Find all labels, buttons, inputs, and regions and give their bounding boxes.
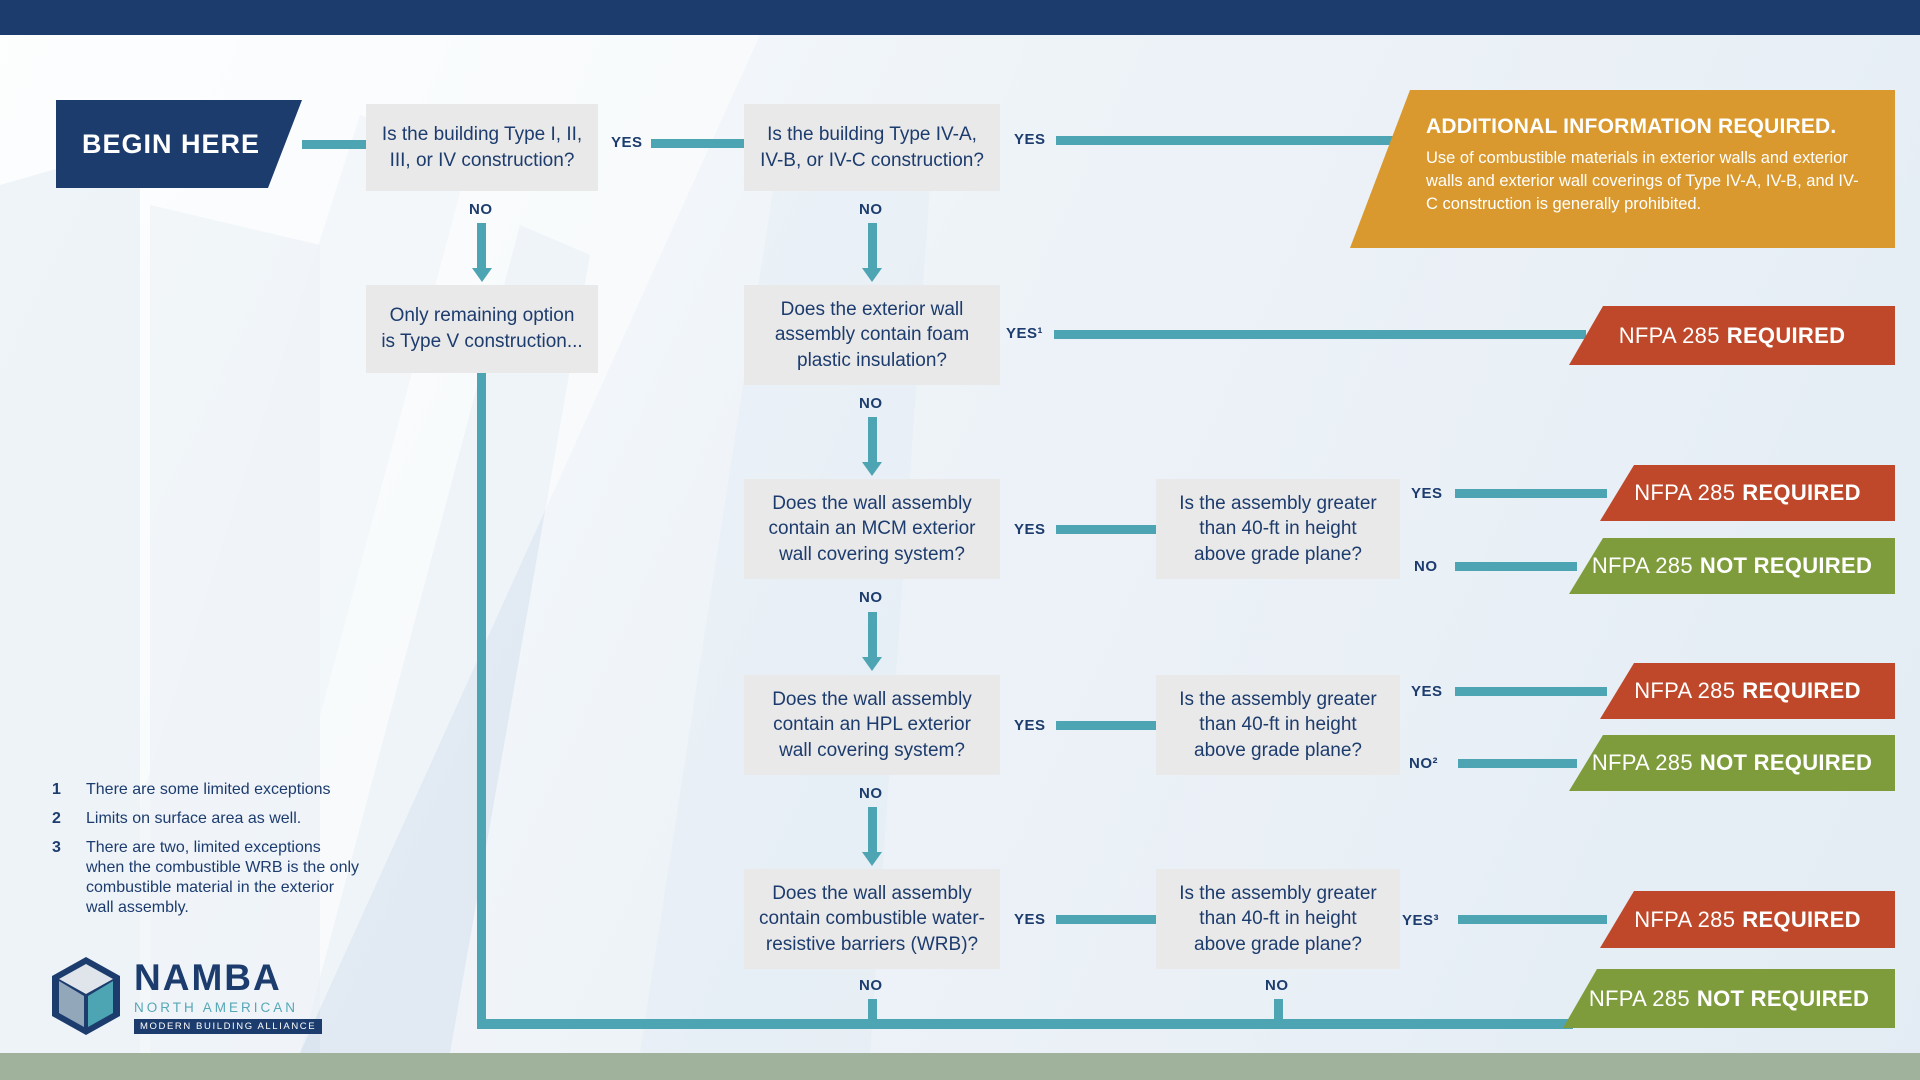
edge-label-yes3-40ft-wrb: YES³ [1402, 912, 1440, 929]
edge-label-no2-40ft-hpl: NO² [1409, 755, 1438, 772]
footnote-2-number: 2 [52, 810, 61, 827]
connector-wrb-to-40ft [1056, 915, 1156, 924]
connector-mcm-to-40ft [1056, 525, 1156, 534]
connector-typeiv-to-foam [868, 223, 877, 268]
node-hpl: Does the wall assembly contain an HPL ex… [744, 675, 1000, 775]
banner-required-wrb: NFPA 285 REQUIRED [1600, 891, 1895, 948]
arrow-head [862, 657, 882, 671]
banner-notrequired-mcm: NFPA 285 NOT REQUIRED [1569, 538, 1895, 594]
node-mcm: Does the wall assembly contain an MCM ex… [744, 479, 1000, 579]
edge-label-no-type: NO [469, 201, 493, 218]
banner-text: NFPA 285 [1591, 750, 1693, 775]
edge-label-yes1-foam: YES¹ [1006, 325, 1044, 342]
edge-label-yes-typeiv: YES [1014, 131, 1046, 148]
footnote-2-text: Limits on surface area as well. [86, 810, 302, 827]
edge-label-no-mcm: NO [859, 589, 883, 606]
namba-logo-tagline: MODERN BUILDING ALLIANCE [134, 1018, 323, 1034]
connector-hpl-to-wrb [868, 807, 877, 852]
edge-label-yes-type: YES [611, 134, 643, 151]
footnote-2: 2 Limits on surface area as well. [52, 809, 359, 829]
edge-label-yes-40ft-mcm: YES [1411, 485, 1443, 502]
banner-text-em: REQUIRED [1742, 480, 1861, 505]
node-type-v: Only remaining option is Type V construc… [366, 285, 598, 373]
connector-hpl-to-40ft [1056, 721, 1156, 730]
connector-type-to-typev [477, 223, 486, 268]
footnote-1-text: There are some limited exceptions [86, 781, 331, 798]
footnote-3: 3 There are two, limited exceptions when… [52, 838, 359, 918]
banner-notrequired-final: NFPA 285 NOT REQUIRED [1563, 969, 1895, 1028]
edge-label-no-foam: NO [859, 395, 883, 412]
connector-40fthpl-to-notrequired [1458, 759, 1577, 768]
banner-text-em: REQUIRED [1742, 678, 1861, 703]
banner-notrequired-hpl: NFPA 285 NOT REQUIRED [1569, 735, 1895, 791]
banner-required-mcm: NFPA 285 REQUIRED [1600, 465, 1895, 521]
edge-label-yes-wrb: YES [1014, 911, 1046, 928]
banner-additional-info-body: Use of combustible materials in exterior… [1426, 149, 1859, 214]
connector-mcm-to-hpl [868, 612, 877, 657]
node-wrb: Does the wall assembly contain combustib… [744, 869, 1000, 969]
edge-label-no-hpl: NO [859, 785, 883, 802]
edge-label-no-wrb: NO [859, 977, 883, 994]
namba-logo-mark-icon [52, 957, 120, 1035]
banner-text: NFPA 285 [1588, 985, 1690, 1011]
connector-typeiv-to-info [1056, 136, 1396, 145]
top-bar [0, 0, 1920, 35]
arrow-head [862, 462, 882, 476]
connector-40fthpl-to-required [1455, 687, 1607, 696]
namba-logo-subtitle: NORTH AMERICAN [134, 999, 299, 1015]
node-type-iv: Is the building Type IV-A, IV-B, or IV-C… [744, 104, 1000, 191]
namba-logo-text: NAMBA NORTH AMERICAN MODERN BUILDING ALL… [134, 956, 323, 1034]
banner-required-hpl: NFPA 285 REQUIRED [1600, 663, 1895, 719]
edge-label-no-typeiv: NO [859, 201, 883, 218]
connector-40ftmcm-to-required [1455, 489, 1607, 498]
connector-begin-to-type [302, 140, 366, 149]
connector-40ftwrb-to-rail [1274, 999, 1283, 1020]
edge-label-no-40ft-wrb: NO [1265, 977, 1289, 994]
banner-text: NFPA 285 [1634, 906, 1736, 932]
edge-label-yes-mcm: YES [1014, 521, 1046, 538]
node-40ft-mcm: Is the assembly greater than 40-ft in he… [1156, 479, 1400, 579]
footnote-3-number: 3 [52, 839, 61, 856]
node-building-type: Is the building Type I, II, III, or IV c… [366, 104, 598, 191]
begin-here-label: BEGIN HERE [82, 128, 261, 159]
banner-required-foam: NFPA 285 REQUIRED [1569, 306, 1895, 365]
footnote-3-text: There are two, limited exceptions when t… [86, 839, 360, 916]
namba-logo: NAMBA NORTH AMERICAN MODERN BUILDING ALL… [50, 956, 323, 1036]
banner-text-em: REQUIRED [1742, 906, 1861, 932]
connector-bottom-rail [477, 1019, 1573, 1029]
node-40ft-wrb: Is the assembly greater than 40-ft in he… [1156, 869, 1400, 969]
connector-wrb-to-rail [868, 999, 877, 1020]
connector-foam-to-mcm [868, 417, 877, 462]
banner-additional-info: ADDITIONAL INFORMATION REQUIRED. Use of … [1350, 90, 1895, 248]
arrow-head [862, 268, 882, 282]
banner-text-em: NOT REQUIRED [1696, 985, 1870, 1011]
banner-text-em: REQUIRED [1726, 322, 1846, 348]
footnote-1: 1 There are some limited exceptions [52, 780, 359, 800]
node-40ft-hpl: Is the assembly greater than 40-ft in he… [1156, 675, 1400, 775]
connector-typev-rail-vertical [477, 373, 486, 1020]
banner-additional-info-title: ADDITIONAL INFORMATION REQUIRED. [1426, 115, 1837, 138]
edge-label-yes-hpl: YES [1014, 717, 1046, 734]
banner-text: NFPA 285 [1634, 480, 1736, 505]
banner-text-em: NOT REQUIRED [1699, 553, 1873, 578]
connector-type-to-typeiv [651, 139, 744, 148]
connector-40ftwrb-to-required [1458, 915, 1607, 924]
banner-text: NFPA 285 [1634, 678, 1736, 703]
arrow-head [862, 852, 882, 866]
namba-logo-name: NAMBA [134, 956, 282, 998]
connector-40ftmcm-to-notrequired [1455, 562, 1577, 571]
node-foam-insulation: Does the exterior wall assembly contain … [744, 285, 1000, 385]
arrow-head [472, 268, 492, 282]
footnote-1-number: 1 [52, 781, 61, 798]
edge-label-no-40ft-mcm: NO [1414, 558, 1438, 575]
begin-here-badge: BEGIN HERE [56, 100, 302, 188]
bottom-bar [0, 1053, 1920, 1080]
banner-text-em: NOT REQUIRED [1699, 750, 1873, 775]
banner-text: NFPA 285 [1591, 553, 1693, 578]
connector-foam-to-required [1054, 330, 1586, 339]
banner-text: NFPA 285 [1618, 322, 1720, 348]
footnotes: 1 There are some limited exceptions 2 Li… [52, 780, 359, 927]
edge-label-yes-40ft-hpl: YES [1411, 683, 1443, 700]
